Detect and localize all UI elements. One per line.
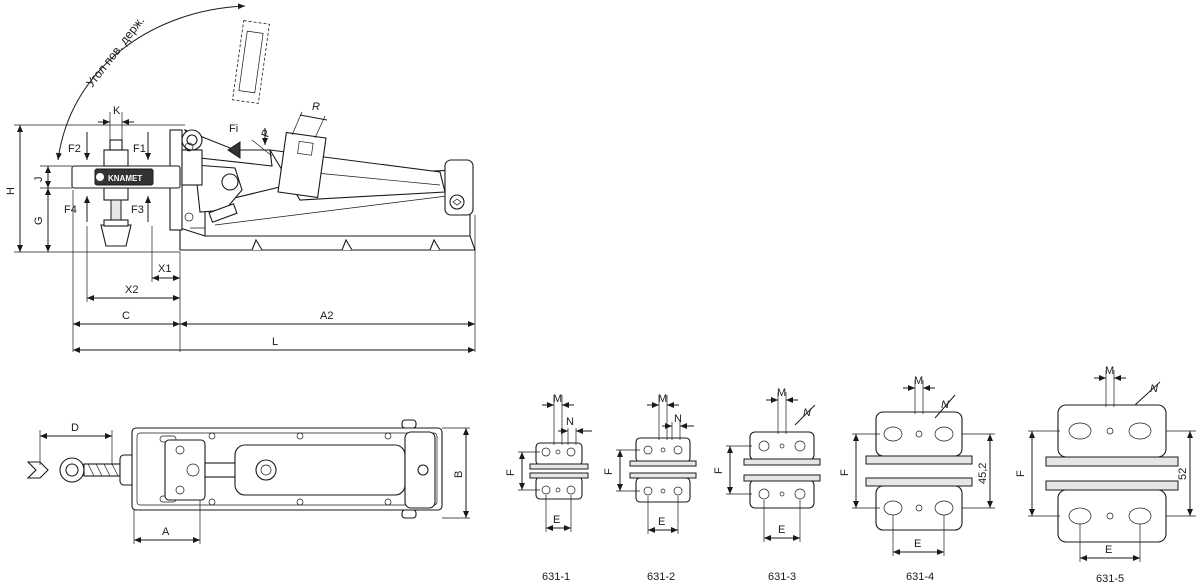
rotated-handle-ghost	[232, 20, 270, 104]
variant-631-2-e: E	[658, 516, 665, 528]
variant-631-5-f: F	[1015, 470, 1027, 477]
spindle-pad	[100, 224, 132, 247]
variant-631-3-m: M	[777, 387, 786, 399]
dim-a2: A2	[320, 310, 333, 322]
angle-label: Угол пов. держ.	[83, 14, 147, 90]
spindle-nut-top	[103, 149, 129, 167]
force-arrow-fi	[227, 141, 241, 159]
piston-block	[277, 131, 327, 199]
variant-631-1: M N F E 631-1	[505, 393, 592, 583]
brand-plate	[94, 168, 154, 186]
variant-631-3-e: E	[778, 524, 785, 536]
variant-631-2-n: N	[674, 413, 682, 425]
variant-631-2-id: 631-2	[647, 571, 675, 583]
dim-g: G	[33, 216, 45, 225]
variant-631-5-n: N	[1150, 383, 1158, 395]
dim-x1: X1	[158, 263, 171, 275]
dim-x2: X2	[125, 284, 138, 296]
variant-631-4: M N F 45,2 E 631-4	[839, 375, 995, 583]
variant-631-4-m: M	[914, 375, 923, 387]
variant-631-5-id: 631-5	[1096, 573, 1124, 585]
variant-631-3-f: F	[713, 467, 725, 474]
dim-p: P	[260, 128, 274, 139]
variant-631-3: M N F E 631-3	[713, 387, 821, 583]
variant-631-1-e: E	[553, 514, 560, 526]
variant-631-5-value: 52	[1177, 468, 1189, 480]
dim-l: L	[272, 336, 278, 348]
top-view-dims: D B A	[39, 422, 470, 544]
variant-631-5-e: E	[1105, 544, 1112, 556]
side-view: Угол пов. держ.	[5, 3, 476, 353]
side-view-dims: K F2 F1 F4 F3 Fi P R H J	[5, 101, 476, 353]
variant-631-3-id: 631-3	[768, 571, 796, 583]
dim-j: J	[33, 177, 45, 183]
dim-f4: F4	[64, 204, 77, 216]
variant-631-5: M N F 52 E 631-5	[1015, 365, 1196, 585]
dim-k: K	[113, 105, 121, 117]
variant-631-4-f: F	[839, 469, 851, 476]
dim-d: D	[71, 422, 79, 434]
variant-631-2-m: M	[658, 393, 667, 405]
variant-631-4-value: 45,2	[977, 463, 989, 484]
dim-b: B	[453, 471, 465, 478]
variant-631-5-m: M	[1105, 365, 1114, 377]
rotation-arc	[55, 3, 246, 161]
variant-631-1-id: 631-1	[542, 571, 570, 583]
variant-631-4-e: E	[914, 538, 921, 550]
dim-f3: F3	[131, 204, 144, 216]
dim-r: R	[312, 101, 320, 113]
variant-631-2-f: F	[603, 468, 615, 475]
dim-c: C	[122, 310, 130, 322]
dim-h: H	[5, 187, 17, 195]
top-view: D B A	[26, 419, 470, 544]
variant-631-4-n: N	[941, 399, 949, 411]
variant-631-2: M N F E 631-2	[603, 393, 697, 583]
variant-631-1-f: F	[505, 469, 517, 476]
variant-631-1-n: N	[566, 416, 574, 428]
variant-631-3-n: N	[803, 407, 811, 419]
variant-631-1-m: M	[553, 393, 562, 405]
dim-a: A	[162, 526, 170, 538]
variant-631-4-id: 631-4	[906, 571, 934, 583]
dim-f1: F1	[133, 143, 146, 155]
dim-fi: Fi	[229, 123, 238, 135]
brand-text: KNAMET	[108, 174, 142, 183]
dim-f2: F2	[68, 143, 81, 155]
